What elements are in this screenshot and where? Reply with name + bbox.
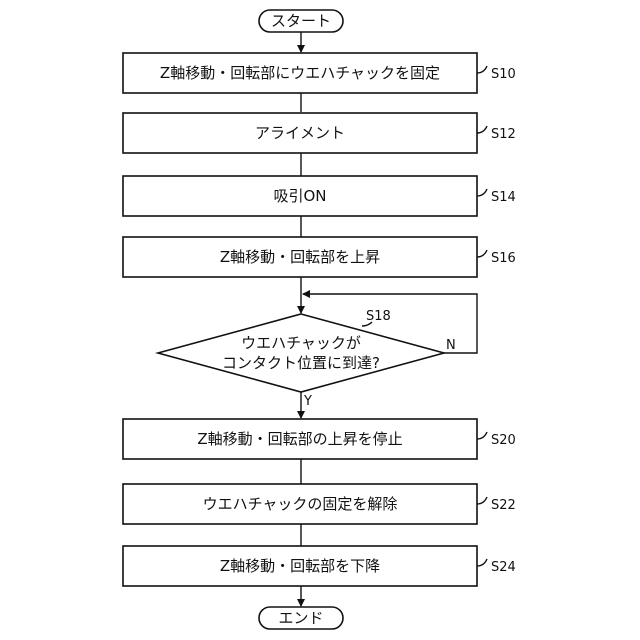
end-terminal: エンド	[259, 607, 343, 629]
step-s10-leader	[477, 66, 487, 73]
step-s14-leader	[477, 189, 487, 196]
step-s16: Z軸移動・回転部を上昇 S16	[123, 237, 516, 277]
step-s10-code: S10	[491, 67, 516, 82]
step-s22-code: S22	[491, 498, 516, 513]
step-s10-label: Z軸移動・回転部にウエハチャックを固定	[160, 64, 440, 82]
step-s24-code: S24	[491, 560, 516, 575]
decision-line2: コンタクト位置に到達?	[222, 354, 380, 372]
step-s24: Z軸移動・回転部を下降 S24	[123, 546, 516, 586]
step-s22-leader	[477, 497, 487, 504]
decision-line1: ウエハチャックが	[241, 334, 361, 352]
step-s22: ウエハチャックの固定を解除 S22	[123, 484, 516, 524]
decision-code: S18	[366, 309, 391, 324]
step-s14-label: 吸引ON	[273, 187, 326, 205]
decision-no-label: N	[446, 338, 456, 353]
start-label: スタート	[271, 12, 331, 30]
step-s12: アライメント S12	[123, 113, 516, 153]
decision-s18: ウエハチャックが コンタクト位置に到達? S18	[158, 309, 444, 392]
step-s14-code: S14	[491, 190, 516, 205]
step-s16-code: S16	[491, 251, 516, 266]
step-s10: Z軸移動・回転部にウエハチャックを固定 S10	[123, 53, 516, 93]
step-s22-label: ウエハチャックの固定を解除	[203, 495, 398, 513]
step-s14: 吸引ON S14	[123, 176, 516, 216]
step-s16-leader	[477, 250, 487, 257]
decision-yes-label: Y	[303, 394, 312, 409]
step-s16-label: Z軸移動・回転部を上昇	[220, 248, 380, 266]
step-s20: Z軸移動・回転部の上昇を停止 S20	[123, 419, 516, 459]
step-s20-code: S20	[491, 433, 516, 448]
start-terminal: スタート	[259, 10, 343, 32]
step-s20-label: Z軸移動・回転部の上昇を停止	[197, 430, 402, 448]
end-label: エンド	[278, 609, 323, 627]
step-s20-leader	[477, 432, 487, 439]
step-s12-leader	[477, 126, 487, 133]
step-s24-leader	[477, 559, 487, 566]
step-s12-label: アライメント	[255, 124, 345, 142]
step-s12-code: S12	[491, 127, 516, 142]
step-s24-label: Z軸移動・回転部を下降	[220, 557, 380, 575]
